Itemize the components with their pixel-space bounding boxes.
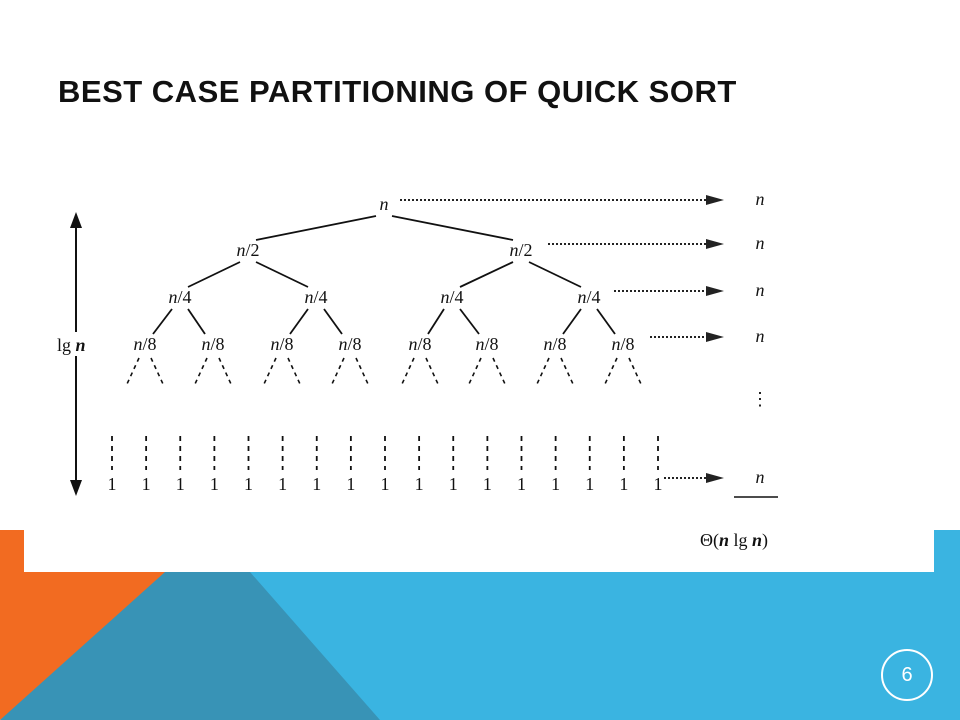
- leaf-label: 1: [210, 474, 219, 494]
- tree-edge: [289, 308, 309, 335]
- leaf-label: 1: [654, 474, 663, 494]
- leaf-label: 1: [278, 474, 287, 494]
- leaf-label: 1: [176, 474, 185, 494]
- dashed-branch: [150, 357, 164, 385]
- tree-edge: [459, 261, 514, 288]
- tree-node-label: n/4: [440, 287, 463, 307]
- row-cost-label: n: [756, 467, 765, 487]
- dashed-branch: [628, 357, 642, 385]
- slide-title: Best Case Partitioning of Quick Sort: [58, 74, 737, 109]
- leaf-label: 1: [142, 474, 151, 494]
- leaf-label: 1: [619, 474, 628, 494]
- row-cost-label: n: [756, 280, 765, 300]
- tree-node-label: n/4: [577, 287, 600, 307]
- height-label: lg n: [57, 335, 86, 355]
- row-cost-label: n: [756, 189, 765, 209]
- tree-edge: [459, 308, 480, 335]
- tree-node-label: n/4: [304, 287, 327, 307]
- leaf-label: 1: [585, 474, 594, 494]
- dashed-branch: [126, 357, 140, 385]
- tree-node-label: n/2: [236, 240, 259, 260]
- white-panel: [24, 160, 934, 572]
- dashed-branch: [604, 357, 618, 385]
- leaf-label: 1: [312, 474, 321, 494]
- tree-edge: [152, 308, 173, 335]
- tree-node-label: n/8: [543, 334, 566, 354]
- leaf-label: 1: [381, 474, 390, 494]
- dotted-arrow-head: [706, 239, 724, 249]
- tree-edge: [528, 261, 582, 288]
- dotted-arrow-head: [706, 286, 724, 296]
- row-cost-label: n: [756, 233, 765, 253]
- tree-edge: [596, 308, 616, 335]
- dashed-branch: [331, 357, 345, 385]
- leaf-label: 1: [346, 474, 355, 494]
- tree-edge: [323, 308, 343, 335]
- dotted-arrow-head: [706, 332, 724, 342]
- leaf-label: 1: [483, 474, 492, 494]
- dashed-branch: [287, 357, 301, 385]
- tree-edge: [187, 308, 206, 335]
- dashed-branch: [194, 357, 208, 385]
- total-cost-label: Θ(n lg n): [700, 530, 768, 551]
- tree-node-label: n/8: [201, 334, 224, 354]
- leaf-label: 1: [517, 474, 526, 494]
- dashed-branch: [560, 357, 574, 385]
- leaf-label: 1: [551, 474, 560, 494]
- tree-edge: [391, 215, 514, 241]
- tree-edge: [255, 215, 377, 241]
- blue-dark-triangle: [0, 572, 380, 720]
- leaf-label: 1: [449, 474, 458, 494]
- dashed-branch: [536, 357, 550, 385]
- row-cost-label: ⋮: [751, 389, 769, 409]
- tree-node-label: n/8: [611, 334, 634, 354]
- tree-node-label: n/8: [133, 334, 156, 354]
- leaf-label: 1: [108, 474, 117, 494]
- height-arrow-head-top: [70, 212, 82, 228]
- dashed-branch: [492, 357, 506, 385]
- row-cost-label: n: [756, 326, 765, 346]
- page-number-badge: 6: [881, 649, 933, 701]
- tree-node-label: n/8: [270, 334, 293, 354]
- tree-edge: [187, 261, 241, 288]
- height-arrow-head-bottom: [70, 480, 82, 496]
- dashed-branch: [401, 357, 415, 385]
- dashed-branch: [468, 357, 482, 385]
- tree-node-label: n/4: [168, 287, 191, 307]
- tree-node-label: n/2: [509, 240, 532, 260]
- leaf-label: 1: [415, 474, 424, 494]
- tree-node-label: n/8: [475, 334, 498, 354]
- tree-edge: [255, 261, 309, 288]
- tree-node-label: n: [380, 194, 389, 214]
- dashed-branch: [355, 357, 369, 385]
- dashed-branch: [218, 357, 232, 385]
- dashed-branch: [425, 357, 439, 385]
- tree-edge: [427, 308, 445, 335]
- tree-node-label: n/8: [408, 334, 431, 354]
- tree-edge: [562, 308, 582, 335]
- tree-node-label: n/8: [338, 334, 361, 354]
- height-label-bg: [50, 332, 102, 356]
- leaf-label: 1: [244, 474, 253, 494]
- dotted-arrow-head: [706, 473, 724, 483]
- dotted-arrow-head: [706, 195, 724, 205]
- dashed-branch: [263, 357, 277, 385]
